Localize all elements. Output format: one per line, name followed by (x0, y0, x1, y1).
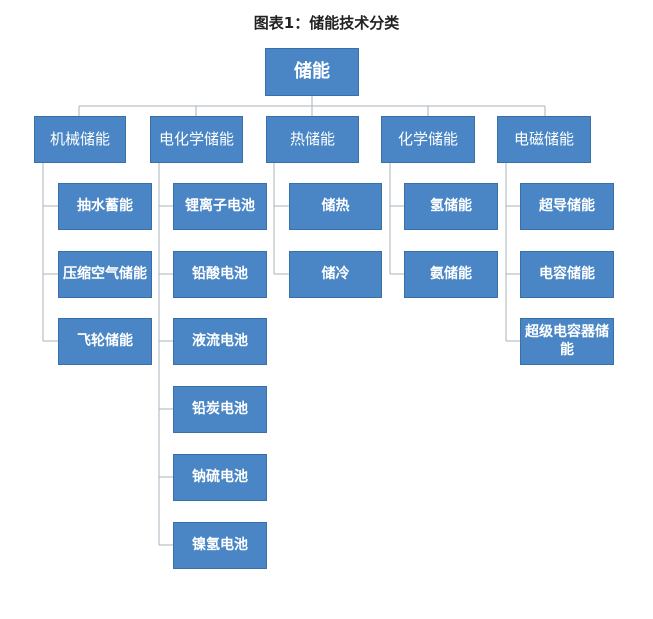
leaf-ammonia-storage: 氨储能 (404, 251, 498, 298)
category-chemical-storage: 化学储能 (381, 116, 475, 163)
category-electromagnetic-storage: 电磁储能 (497, 116, 591, 163)
leaf-flywheel: 飞轮储能 (58, 318, 152, 365)
leaf-supercapacitor-storage: 超级电容器储能 (520, 318, 614, 365)
leaf-lead-carbon-battery: 铅炭电池 (173, 386, 267, 433)
category-mechanical-storage: 机械储能 (34, 116, 126, 163)
leaf-capacitor-storage: 电容储能 (520, 251, 614, 298)
leaf-lithium-ion-battery: 锂离子电池 (173, 183, 267, 230)
leaf-superconducting-storage: 超导储能 (520, 183, 614, 230)
leaf-pumped-hydro: 抽水蓄能 (58, 183, 152, 230)
leaf-sodium-sulfur-battery: 钠硫电池 (173, 454, 267, 501)
category-electrochemical-storage: 电化学储能 (150, 116, 243, 163)
leaf-nickel-hydrogen-battery: 镍氢电池 (173, 522, 267, 569)
leaf-hydrogen-storage: 氢储能 (404, 183, 498, 230)
leaf-heat-storage: 储热 (289, 183, 382, 230)
root-node: 储能 (265, 48, 359, 96)
leaf-cold-storage: 储冷 (289, 251, 382, 298)
figure-title: 图表1：储能技术分类 (253, 14, 400, 32)
leaf-flow-battery: 液流电池 (173, 318, 267, 365)
category-thermal-storage: 热储能 (266, 116, 359, 163)
leaf-lead-acid-battery: 铅酸电池 (173, 251, 267, 298)
leaf-compressed-air: 压缩空气储能 (58, 251, 152, 298)
